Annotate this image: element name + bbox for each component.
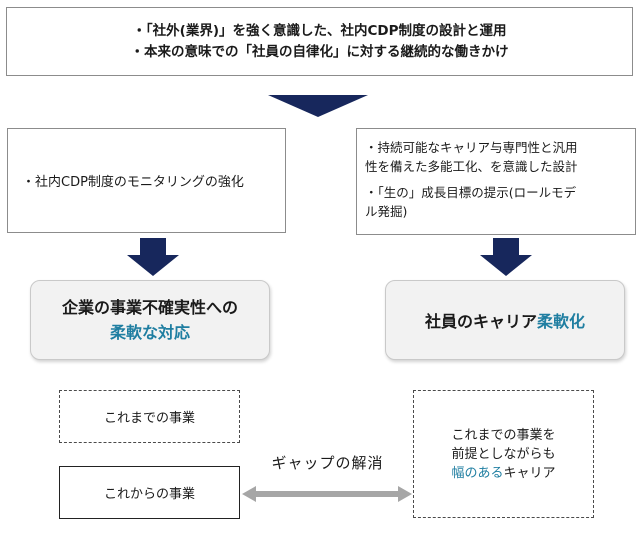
main-down-arrow-icon — [268, 95, 368, 117]
top-summary-line-1: ・「社外(業界)」を強く意識した、社内CDP制度の設計と運用 — [132, 22, 507, 39]
left-result-line-1: 企業の事業不確実性への — [61, 298, 238, 317]
left-measure-box: ・社内CDP制度のモニタリングの強化 — [7, 128, 286, 233]
career-box: これまでの事業を 前提としながらも 幅のあるキャリア — [413, 390, 594, 518]
left-result-line-2: 柔軟な対応 — [109, 323, 190, 342]
left-result-box: 企業の事業不確実性への 柔軟な対応 — [30, 280, 270, 360]
career-line-1: これまでの事業を — [451, 427, 556, 443]
gap-double-arrow-icon — [242, 486, 412, 502]
past-business-text: これまでの事業 — [103, 411, 195, 426]
left-down-arrow-icon — [127, 238, 179, 276]
top-summary-box: ・「社外(業界)」を強く意識した、社内CDP制度の設計と運用 ・本来の意味での「… — [6, 7, 633, 76]
right-result-text: 社員のキャリア柔軟化 — [425, 308, 585, 332]
past-business-box: これまでの事業 — [59, 390, 240, 443]
right-result-box: 社員のキャリア柔軟化 — [385, 280, 625, 360]
right-measure-item2-line1: ・「生の」成長目標の提示(ロールモデ — [365, 185, 577, 200]
right-result-prefix: 社員のキャリア — [424, 312, 537, 331]
right-measure-box: ・持続可能なキャリア与専門性と汎用 性を備えた多能工化、を意識した設計 ・「生の… — [356, 128, 636, 235]
top-summary-line-2: ・本来の意味での「社員の自律化」に対する継続的な働きかけ — [130, 43, 509, 60]
right-measure-item2-line2: ル発掘) — [365, 204, 408, 219]
career-line-3: 幅のあるキャリア — [451, 464, 555, 483]
career-line-2: 前提としながらも — [451, 446, 556, 462]
gap-label: ギャップの解消 — [271, 454, 384, 472]
right-measure-item1-line2: 性を備えた多能工化、を意識した設計 — [365, 159, 578, 174]
left-measure-text: ・社内CDP制度のモニタリングの強化 — [22, 175, 244, 190]
right-down-arrow-icon — [480, 238, 532, 276]
right-measure-item1-line1: ・持続可能なキャリア与専門性と汎用 — [365, 140, 578, 155]
future-business-text: これからの事業 — [103, 487, 195, 502]
future-business-box: これからの事業 — [59, 466, 240, 519]
career-line-3-rest: キャリア — [503, 465, 556, 481]
right-result-accent: 柔軟化 — [537, 312, 586, 331]
career-line-3-accent: 幅のある — [451, 465, 504, 481]
